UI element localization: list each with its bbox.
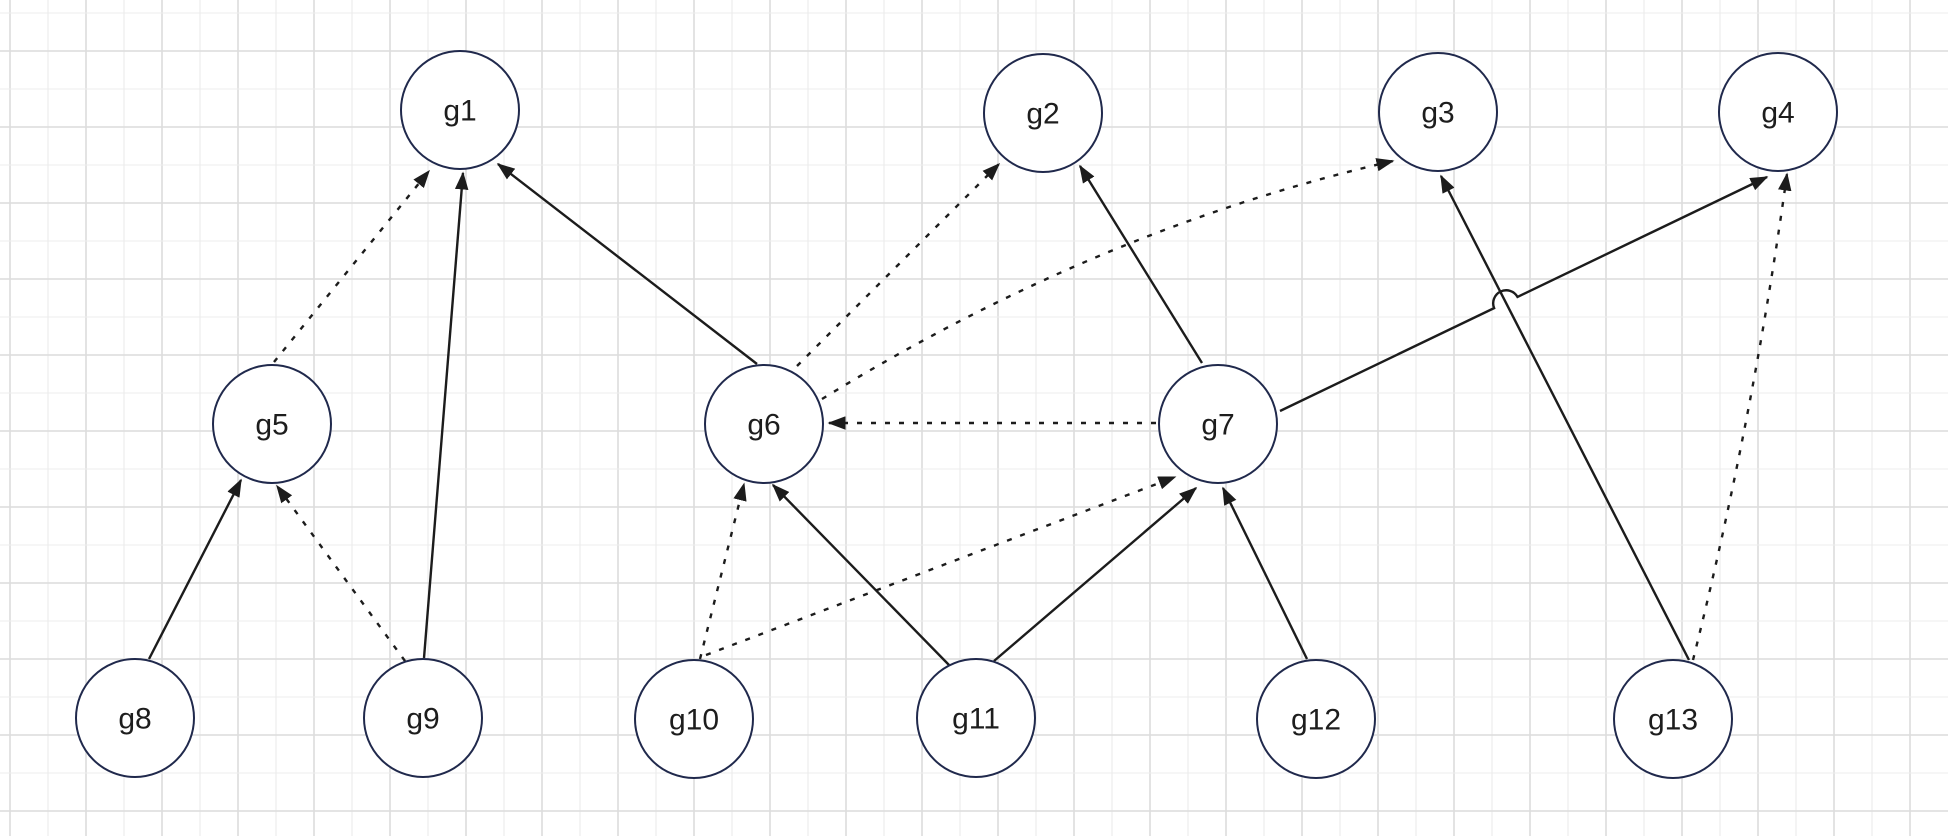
node-label: g5 xyxy=(255,409,288,442)
node-label: g2 xyxy=(1026,98,1059,131)
node-label: g9 xyxy=(406,703,439,736)
edge-g13-g4[interactable] xyxy=(1691,172,1792,661)
graph-nodes: g1 g2 g3 g4 g5 g6 g7 g8 g9 g10 g11 g12 g13 xyxy=(75,50,1838,779)
edge-g12-g7[interactable] xyxy=(1221,486,1309,660)
node-g5[interactable]: g5 xyxy=(212,364,332,484)
edge-g6-g2[interactable] xyxy=(796,162,1001,367)
edge-g6-g3[interactable] xyxy=(821,158,1395,401)
node-g13[interactable]: g13 xyxy=(1613,659,1733,779)
node-label: g3 xyxy=(1421,97,1454,130)
node-g8[interactable]: g8 xyxy=(75,658,195,778)
node-label: g10 xyxy=(669,704,719,737)
edge-g11-g6[interactable] xyxy=(771,483,950,666)
edge-g9-g1[interactable] xyxy=(422,171,469,659)
node-g6[interactable]: g6 xyxy=(704,364,824,484)
node-label: g4 xyxy=(1761,97,1794,130)
node-g9[interactable]: g9 xyxy=(363,658,483,778)
edge-g11-g7[interactable] xyxy=(993,487,1198,662)
edge-g9-g5[interactable] xyxy=(276,484,406,662)
node-g10[interactable]: g10 xyxy=(634,659,754,779)
node-label: g1 xyxy=(443,95,476,128)
edge-g13-g3[interactable] xyxy=(1439,174,1691,661)
node-g4[interactable]: g4 xyxy=(1718,52,1838,172)
node-label: g8 xyxy=(118,703,151,736)
edge-g7-g4[interactable] xyxy=(1279,175,1769,413)
edge-g7-g2[interactable] xyxy=(1078,164,1204,364)
node-g7[interactable]: g7 xyxy=(1158,364,1278,484)
node-label: g7 xyxy=(1201,409,1234,442)
node-g3[interactable]: g3 xyxy=(1378,52,1498,172)
node-g1[interactable]: g1 xyxy=(400,50,520,170)
node-label: g13 xyxy=(1648,704,1698,737)
edge-g8-g5[interactable] xyxy=(147,478,243,660)
node-g12[interactable]: g12 xyxy=(1256,659,1376,779)
edge-g6-g1[interactable] xyxy=(496,163,758,365)
node-g2[interactable]: g2 xyxy=(983,53,1103,173)
node-label: g12 xyxy=(1291,704,1341,737)
graph-edges xyxy=(147,158,1792,666)
edge-g10-g6[interactable] xyxy=(698,482,747,660)
node-label: g6 xyxy=(747,409,780,442)
node-g11[interactable]: g11 xyxy=(916,658,1036,778)
node-label: g11 xyxy=(952,703,1000,736)
